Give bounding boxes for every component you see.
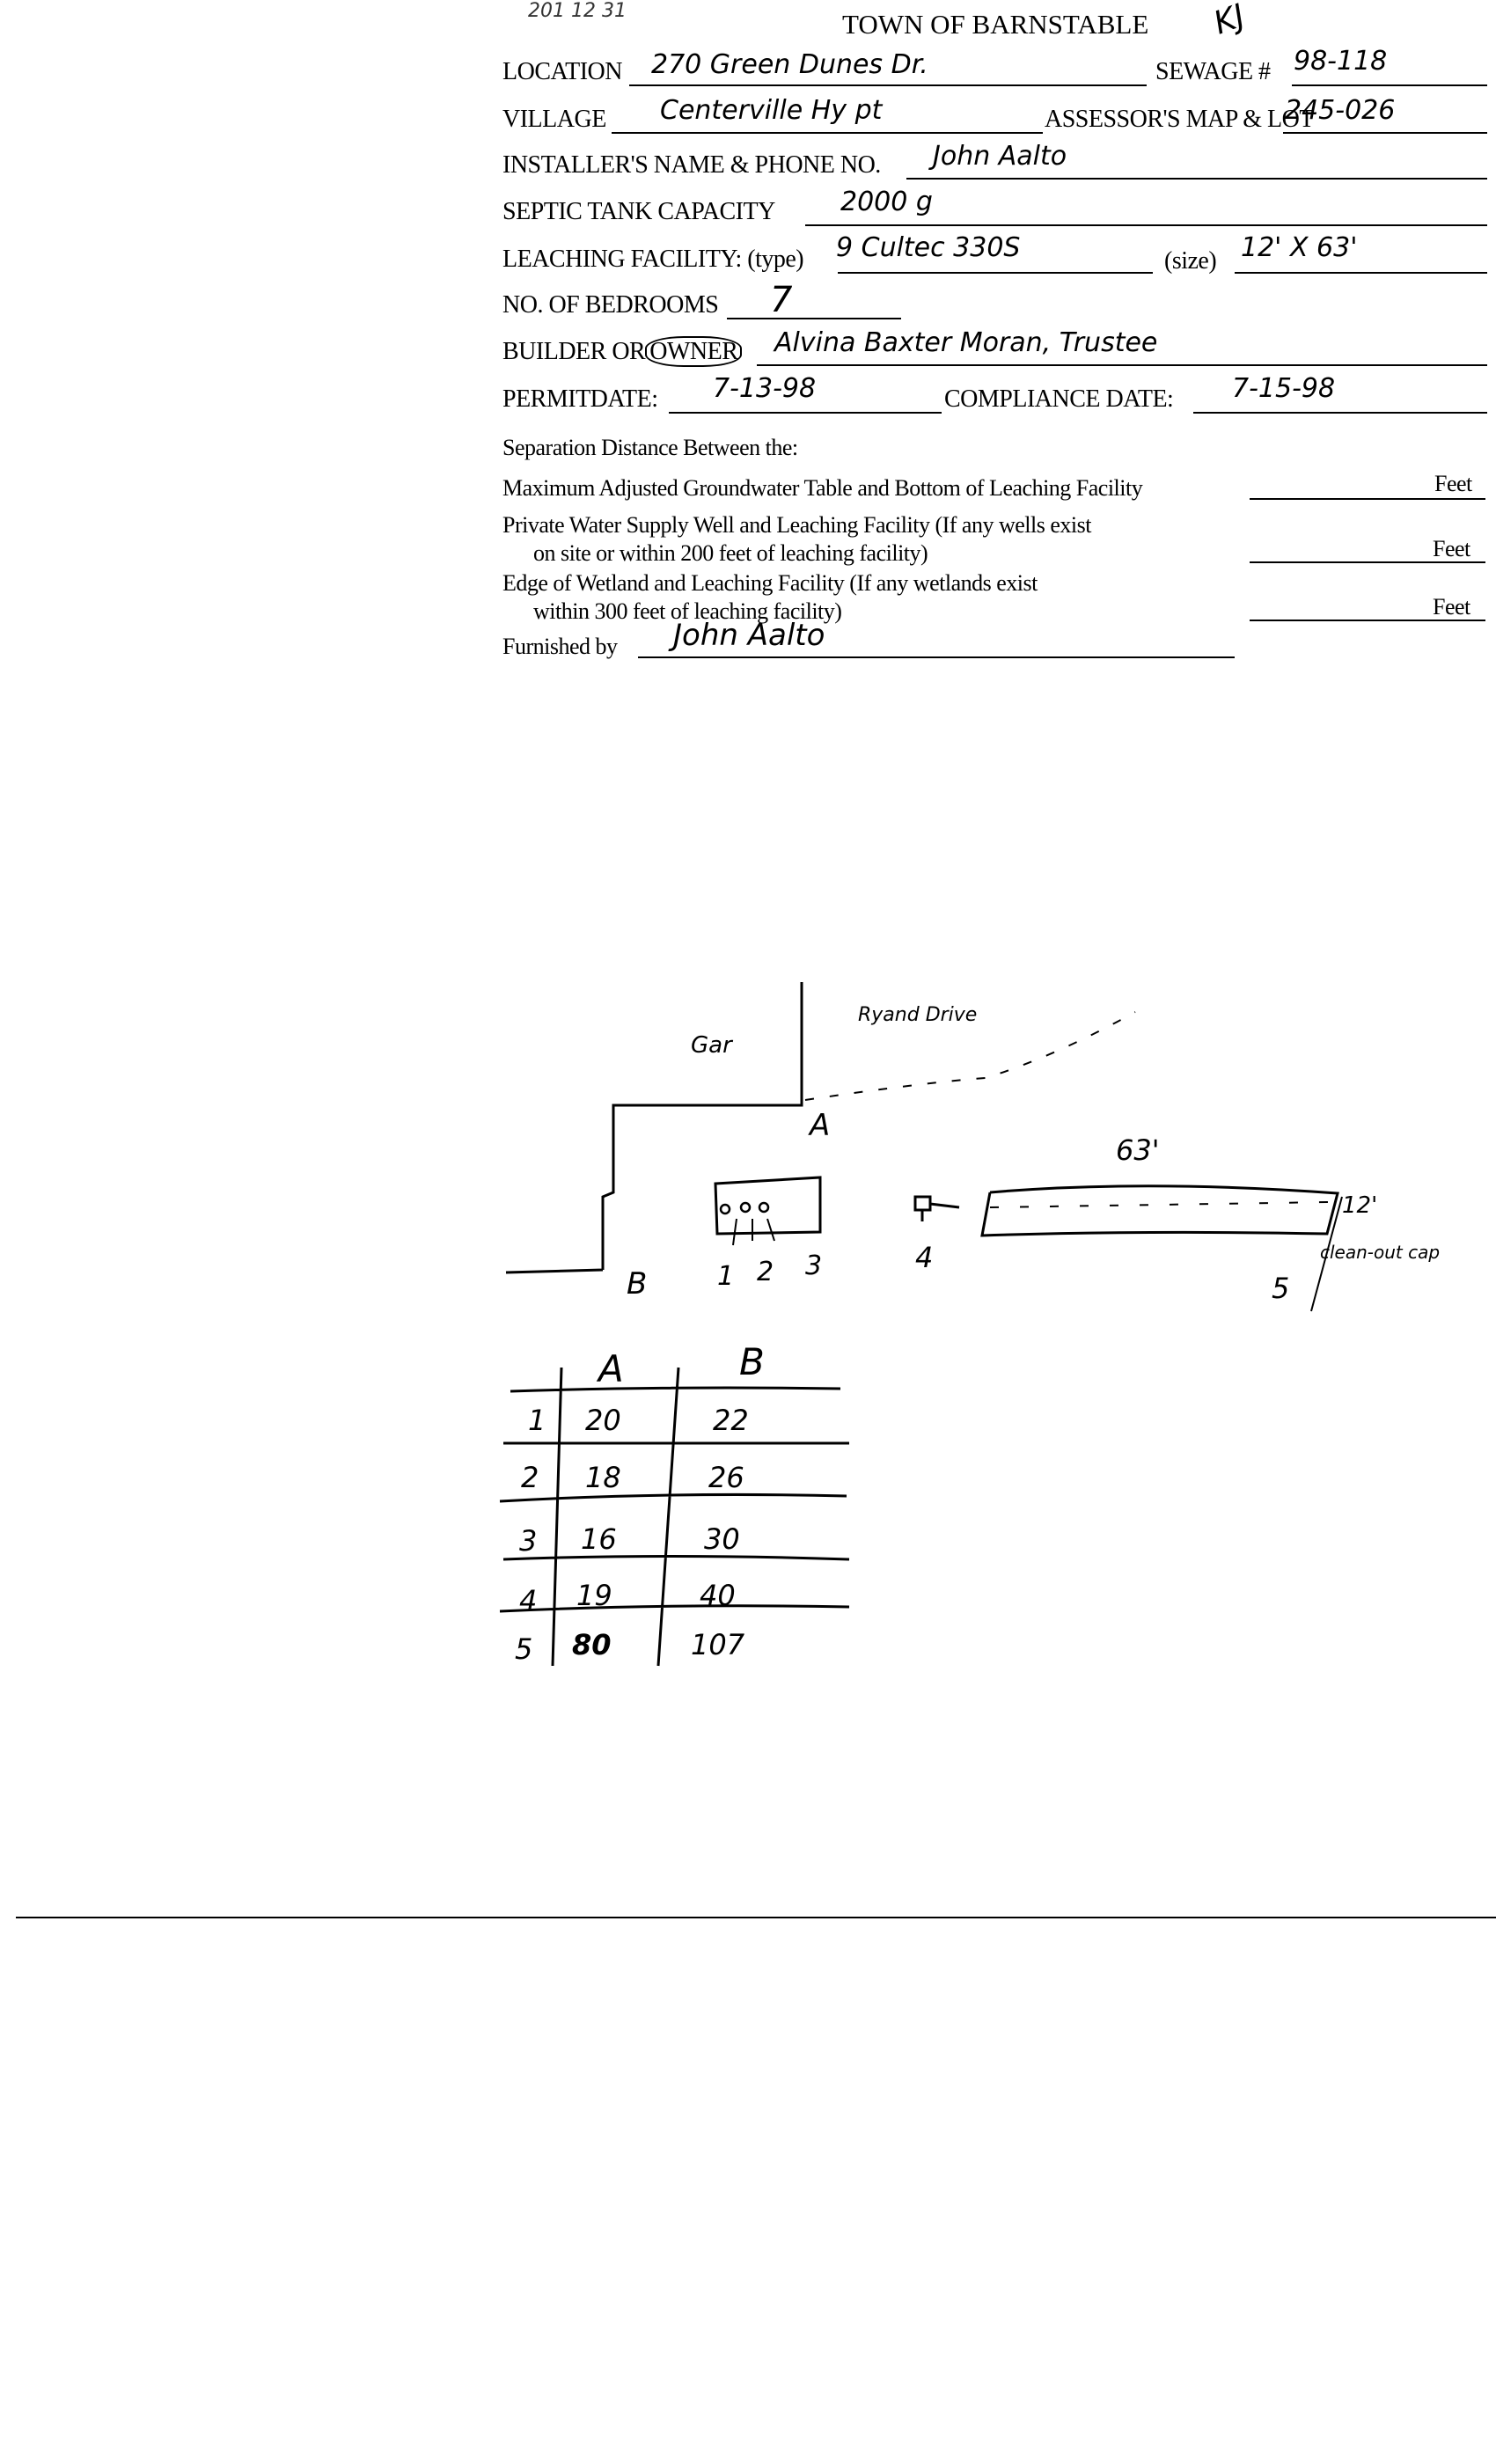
row-4-number: 4: [519, 1584, 537, 1617]
row-5-a: 80: [572, 1628, 612, 1661]
village-field[interactable]: Centerville Hy pt: [660, 95, 883, 126]
row-3-b: 30: [704, 1522, 740, 1556]
house-outline: [505, 982, 803, 1274]
garage-label: Gar: [691, 1032, 734, 1059]
size-label: (size): [1164, 247, 1217, 275]
furnished-by-label: Furnished by: [502, 634, 618, 659]
wetland-unit: Feet: [1433, 594, 1470, 620]
top-scribble: 201 12 31: [528, 0, 627, 22]
row-2-b: 26: [708, 1461, 744, 1494]
size-field[interactable]: 12' X 63': [1241, 232, 1358, 263]
page-title: TOWN OF BARNSTABLE: [842, 9, 1149, 40]
width-dimension: 12': [1342, 1192, 1377, 1219]
row-5-b: 107: [691, 1628, 745, 1661]
map-lot-field[interactable]: 245-026: [1285, 95, 1396, 126]
row-3-number: 3: [519, 1524, 537, 1558]
tank-leaders: [732, 1218, 775, 1246]
sewage-label: SEWAGE #: [1155, 58, 1271, 85]
owner-circled: OWNER: [645, 336, 743, 367]
tank-port-1: [719, 1203, 731, 1215]
wetland-label-2: within 300 feet of leaching facility): [533, 598, 842, 624]
row-4-b: 40: [700, 1579, 736, 1612]
well-unit: Feet: [1433, 536, 1470, 561]
marker-5: 5: [1272, 1272, 1289, 1305]
road-label: Ryand Drive: [858, 1004, 977, 1026]
bedrooms-label: NO. OF BEDROOMS: [502, 291, 719, 319]
row-5-number: 5: [515, 1632, 532, 1666]
compliance-date-label: COMPLIANCE DATE:: [944, 385, 1174, 413]
row-1-b: 22: [713, 1404, 749, 1437]
permit-date-field[interactable]: 7-13-98: [713, 373, 817, 404]
sewage-number-field[interactable]: 98-118: [1294, 46, 1388, 77]
tank-capacity-label: SEPTIC TANK CAPACITY: [502, 198, 775, 225]
ties-table-rows: 1 20 22 2 18 26 3 16 30 4 19 40 5 80 107: [515, 1404, 749, 1666]
map-lot-label: ASSESSOR'S MAP & LOT: [1045, 106, 1314, 133]
groundwater-label: Maximum Adjusted Groundwater Table and B…: [502, 475, 1143, 501]
row-1-number: 1: [528, 1404, 546, 1437]
leaching-type-label: LEACHING FACILITY: (type): [502, 246, 804, 273]
village-label: VILLAGE: [502, 106, 606, 133]
cleanout-leader: [1310, 1196, 1343, 1312]
tank-marker-3: 3: [805, 1250, 822, 1281]
compliance-date-field[interactable]: 7-15-98: [1232, 373, 1336, 404]
tank-marker-2: 2: [757, 1257, 774, 1287]
cleanout-label: clean-out cap: [1320, 1242, 1440, 1263]
owner-field[interactable]: Alvina Baxter Moran, Trustee: [774, 327, 1158, 358]
length-dimension: 63': [1116, 1133, 1160, 1167]
location-field[interactable]: 270 Green Dunes Dr.: [651, 49, 928, 80]
groundwater-unit: Feet: [1434, 471, 1472, 496]
row-2-a: 18: [585, 1461, 621, 1494]
separation-heading: Separation Distance Between the:: [502, 435, 798, 460]
leaching-field: [980, 1184, 1339, 1237]
distribution-box: [913, 1195, 960, 1221]
tank-marker-1: 1: [717, 1261, 734, 1292]
ties-table-grid: [499, 1367, 850, 1667]
leaching-centerline: [989, 1201, 1330, 1208]
location-label: LOCATION: [502, 58, 623, 85]
bedrooms-field[interactable]: 7: [770, 280, 793, 320]
row-2-number: 2: [521, 1461, 539, 1494]
row-4-a: 19: [576, 1579, 612, 1612]
table-header-a: A: [596, 1347, 624, 1390]
septic-tank: [714, 1176, 822, 1236]
permit-date-label: PERMITDATE:: [502, 385, 658, 413]
table-header-b: B: [739, 1340, 765, 1383]
point-b-label: B: [627, 1266, 647, 1302]
tank-port-2: [739, 1201, 752, 1214]
installer-field[interactable]: John Aalto: [933, 141, 1067, 172]
row-3-a: 16: [581, 1522, 617, 1556]
point-a-label: A: [808, 1108, 830, 1143]
builder-or-text: BUILDER OR: [502, 338, 646, 365]
well-label-1: Private Water Supply Well and Leaching F…: [502, 512, 1091, 538]
installer-label: INSTALLER'S NAME & PHONE NO.: [502, 151, 881, 179]
tank-port-3: [758, 1201, 770, 1214]
marker-4: 4: [915, 1241, 933, 1274]
furnished-by-signature: John Aalto: [673, 618, 825, 653]
leaching-type-field[interactable]: 9 Cultec 330S: [836, 232, 1021, 263]
row-1-a: 20: [585, 1404, 621, 1437]
well-label-2: on site or within 200 feet of leaching f…: [533, 540, 928, 566]
wetland-label-1: Edge of Wetland and Leaching Facility (I…: [502, 570, 1038, 596]
tank-capacity-field[interactable]: 2000 g: [840, 187, 933, 217]
